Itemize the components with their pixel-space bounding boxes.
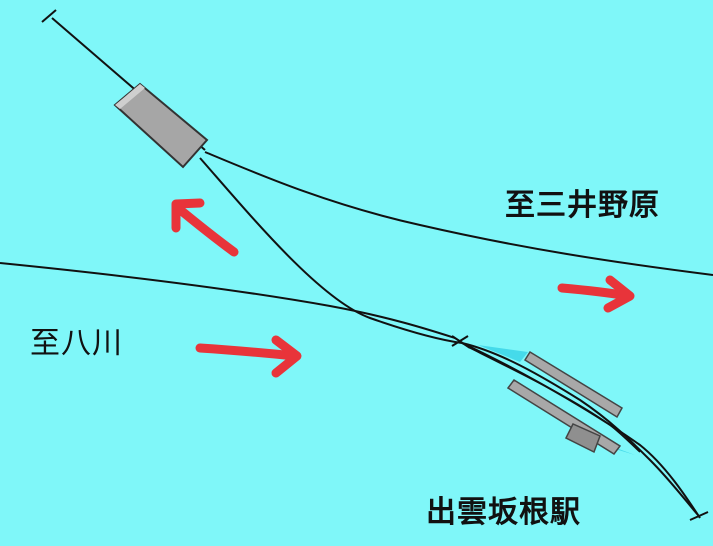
arrow-up-left-icon — [171, 198, 239, 257]
station-platform-upper — [523, 350, 624, 419]
label-station-name: 出雲坂根駅 — [426, 495, 581, 530]
station-track-inner — [469, 347, 641, 453]
buffer-stop-bottom-icon — [689, 511, 709, 521]
snow-shed-building — [113, 82, 209, 169]
buffer-stop-top-icon — [41, 9, 57, 23]
station-building — [564, 423, 601, 454]
label-to-mitsuinohara: 至三井野原 — [505, 188, 660, 223]
arrow-right-upper-icon — [557, 275, 635, 313]
mitsuinohara-line — [204, 151, 713, 276]
crossover-mark — [451, 335, 471, 349]
label-to-yakawa: 至八川 — [30, 326, 123, 361]
platform-highlight-upper — [478, 345, 528, 362]
station-track-siding — [461, 342, 699, 516]
switchback-track — [199, 157, 463, 344]
arrow-right-lower-icon — [195, 335, 302, 378]
yakawa-line — [0, 262, 456, 339]
